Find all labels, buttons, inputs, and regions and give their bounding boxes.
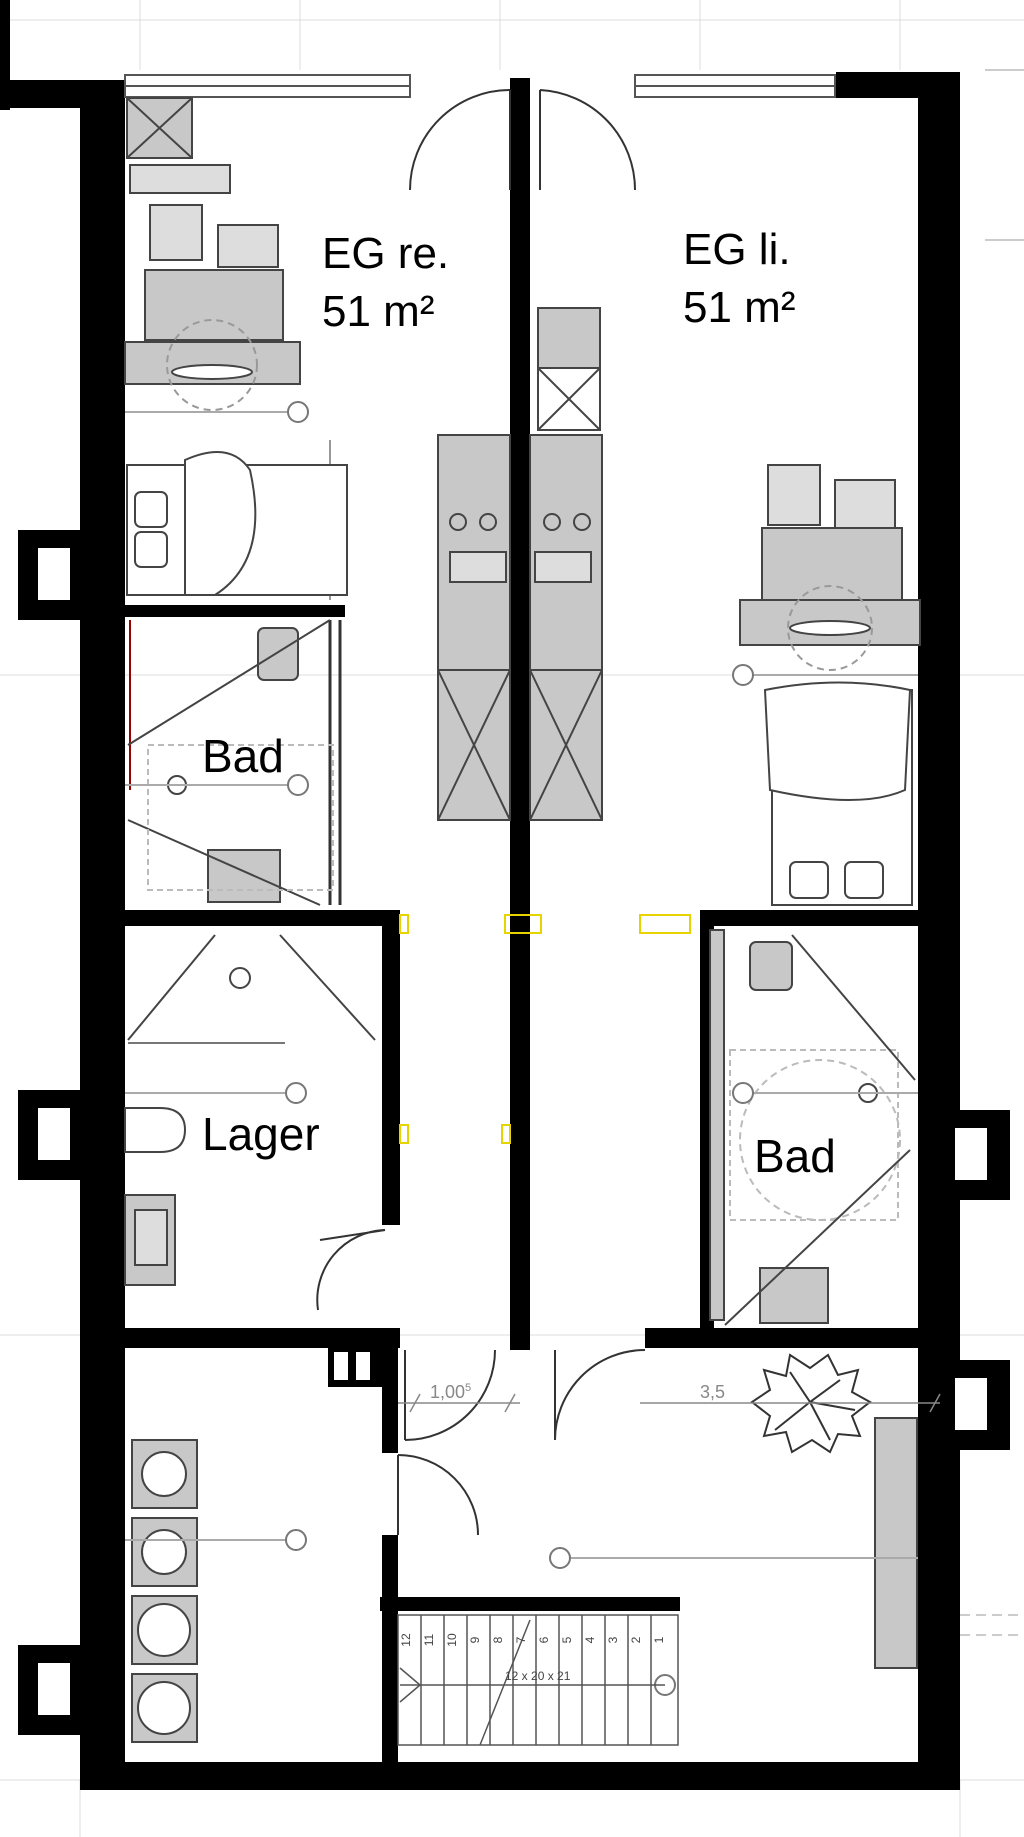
outer-walls — [0, 0, 960, 1790]
chair-right — [787, 585, 873, 671]
room-area-eg-re: 51 m² — [322, 287, 434, 336]
room-label-bad-right: Bad — [754, 1130, 836, 1182]
fridge-right — [537, 307, 601, 431]
stair-step-number: 9 — [468, 1636, 482, 1643]
stair-spec: 12 x 20 x 21 — [505, 1669, 571, 1683]
stair-step-number: 3 — [606, 1636, 620, 1643]
bath-right-fixtures — [709, 929, 916, 1326]
room-label-bad-left: Bad — [202, 730, 284, 782]
entrance-doors — [397, 1349, 646, 1536]
kitchen-fixtures — [437, 513, 603, 821]
bed-left — [126, 451, 348, 596]
chair-left — [166, 319, 258, 411]
dimension-lines — [398, 1393, 941, 1413]
monitor-left — [171, 364, 253, 380]
stair-step-number: 4 — [583, 1636, 597, 1643]
stairs — [397, 1614, 679, 1746]
lager-fixtures — [124, 934, 376, 1286]
ceiling-lights — [125, 401, 918, 1696]
windows-top — [124, 74, 836, 98]
bed-right — [763, 681, 913, 906]
room-label-lager: Lager — [202, 1108, 320, 1160]
room-label-eg-re: EG re. — [322, 229, 449, 278]
stair-step-number: 12 — [399, 1633, 413, 1647]
fridge-left — [126, 97, 231, 194]
stair-step-number: 1 — [652, 1636, 666, 1643]
dimension-door-width: 1,005 — [430, 1382, 471, 1402]
washing-machines — [131, 1439, 198, 1743]
pilasters-left — [18, 530, 108, 1735]
desk-right — [739, 464, 921, 646]
stair-step-number: 6 — [537, 1636, 551, 1643]
room-area-eg-li: 51 m² — [683, 283, 795, 332]
desk-left — [124, 204, 301, 385]
bath-left-fixtures — [127, 619, 334, 906]
stair-step-number: 8 — [491, 1636, 505, 1643]
stair-step-number: 2 — [629, 1636, 643, 1643]
doors-top — [409, 89, 637, 191]
room-label-eg-li: EG li. — [683, 225, 791, 274]
central-wall — [510, 78, 530, 1350]
stair-step-number: 11 — [422, 1633, 436, 1646]
shoe-shelf — [874, 1417, 918, 1669]
lager-door — [316, 1229, 386, 1311]
pilasters-right — [920, 1110, 1010, 1450]
stair-step-number: 7 — [514, 1636, 528, 1643]
stair-step-number: 5 — [560, 1636, 574, 1643]
stair-step-number: 10 — [445, 1633, 459, 1647]
stair-step-numbers: 12 11 10 9 8 7 6 5 4 3 2 1 — [399, 1633, 666, 1647]
dimension-right-width: 3,5 — [700, 1382, 725, 1402]
monitor-right — [789, 620, 871, 636]
markers — [399, 914, 691, 1144]
